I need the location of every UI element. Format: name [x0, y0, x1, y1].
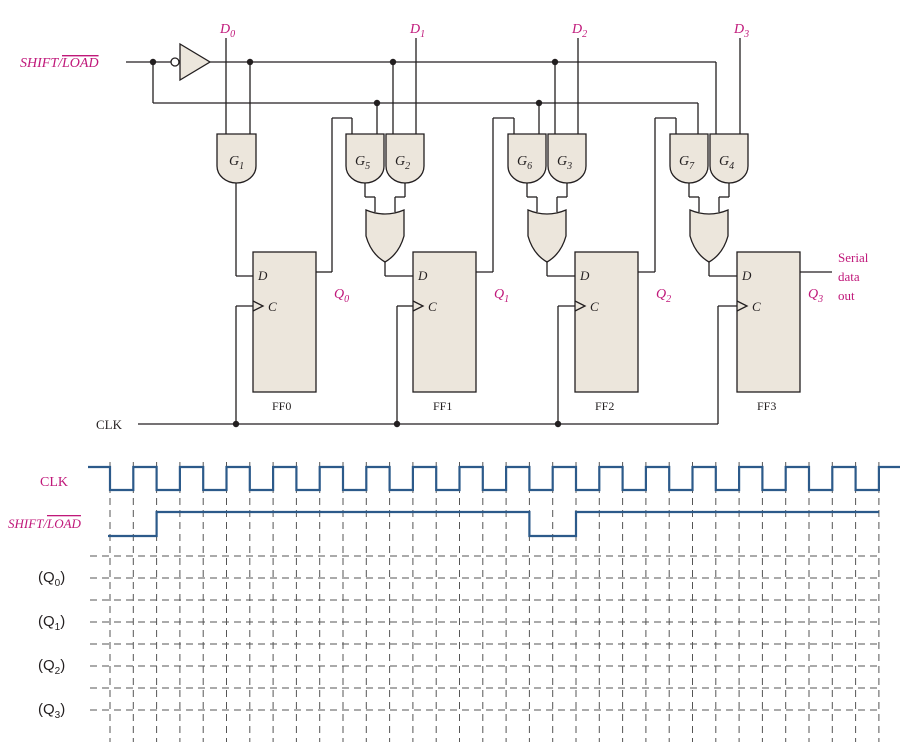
timing-q3-label: (Q3): [38, 701, 65, 721]
or-gate-3: [689, 209, 729, 263]
svg-text:G2: G2: [395, 154, 410, 172]
serial-data-out-label: Serial data out: [838, 250, 869, 303]
or-gate-1: [365, 209, 405, 263]
or-gate-2: [527, 209, 567, 263]
shift-load-label: SHIFT/LOAD: [20, 56, 99, 71]
flip-flop-ff3: D C FF3 Q3: [736, 251, 823, 413]
svg-text:C: C: [268, 299, 277, 314]
gate-g3: G3: [547, 133, 587, 184]
svg-text:out: out: [838, 288, 855, 303]
timing-grid: [90, 462, 880, 742]
clk-label: CLK: [96, 417, 123, 432]
timing-q1-label: (Q1): [38, 613, 65, 633]
gate-g6: G6: [507, 133, 547, 184]
svg-text:Q2: Q2: [656, 287, 671, 305]
svg-text:G1: G1: [229, 154, 244, 172]
svg-text:G4: G4: [719, 154, 734, 172]
svg-text:G3: G3: [557, 154, 572, 172]
d3-label: D3: [733, 22, 749, 40]
flip-flop-ff0: D C FF0 Q0: [252, 251, 349, 413]
svg-text:D: D: [257, 268, 268, 283]
svg-text:D: D: [417, 268, 428, 283]
svg-text:data: data: [838, 269, 860, 284]
shift-load-wiring: [126, 42, 716, 107]
timing-clk-label: CLK: [40, 475, 68, 490]
svg-text:FF3: FF3: [757, 399, 776, 413]
svg-text:Q3: Q3: [808, 287, 823, 305]
svg-text:C: C: [752, 299, 761, 314]
clock-wiring: CLK: [96, 305, 737, 432]
svg-text:Q1: Q1: [494, 287, 509, 305]
clk-waveform: [88, 465, 900, 492]
gate-g2: G2: [385, 133, 425, 184]
svg-text:C: C: [590, 299, 599, 314]
svg-text:FF2: FF2: [595, 399, 614, 413]
flip-flop-ff1: D C FF1 Q1: [412, 251, 509, 413]
d2-label: D2: [571, 22, 587, 40]
gate-g5: G5: [345, 133, 385, 184]
inverter-bubble: [170, 57, 180, 67]
gate-g1: G1: [216, 133, 257, 184]
timing-q0-label: (Q0): [38, 569, 65, 589]
d1-label: D1: [409, 22, 425, 40]
timing-shift-load-label: SHIFT/LOAD: [8, 516, 82, 531]
gate-g7: G7: [669, 133, 709, 184]
or-gates: [364, 183, 730, 263]
flip-flop-ff2: D C FF2 Q2: [574, 251, 671, 413]
svg-text:FF0: FF0: [272, 399, 291, 413]
svg-text:FF1: FF1: [433, 399, 452, 413]
gate-g4: G4: [709, 133, 749, 184]
shift-load-waveform: [108, 510, 879, 538]
svg-text:G5: G5: [355, 154, 370, 172]
inverter: [179, 42, 212, 82]
d0-label: D0: [219, 22, 235, 40]
svg-text:D: D: [579, 268, 590, 283]
timing-q2-label: (Q2): [38, 657, 65, 677]
svg-text:D: D: [741, 268, 752, 283]
data-input-wires: [225, 38, 741, 134]
shift-path-wires: [235, 117, 832, 277]
svg-text:G7: G7: [679, 154, 695, 172]
svg-text:C: C: [428, 299, 437, 314]
svg-text:Q0: Q0: [334, 287, 349, 305]
svg-text:G6: G6: [517, 154, 532, 172]
svg-text:Serial: Serial: [838, 250, 869, 265]
